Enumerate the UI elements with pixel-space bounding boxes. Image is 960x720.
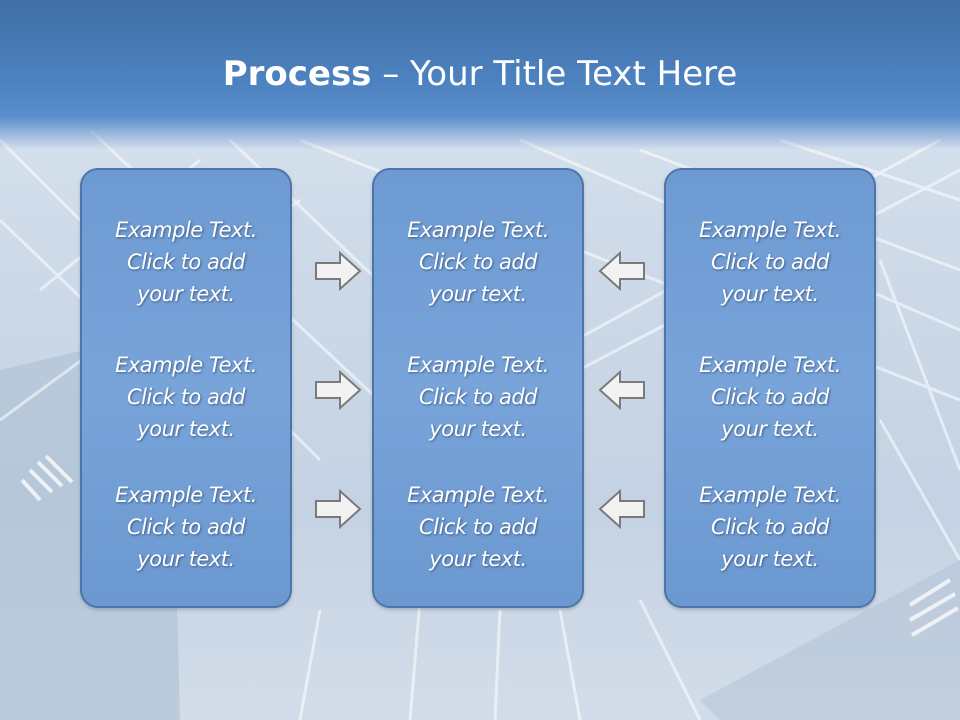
text-line: Click to add — [418, 515, 538, 539]
text-line: your text. — [429, 547, 527, 571]
text-line: your text. — [137, 547, 235, 571]
arrow-right-icon[interactable] — [314, 489, 362, 529]
arrow-right-icon[interactable] — [314, 370, 362, 410]
text-line: Example Text. — [699, 483, 841, 507]
text-line: your text. — [429, 417, 527, 441]
page-title[interactable]: Process – Your Title Text Here — [0, 52, 960, 96]
text-line: your text. — [721, 282, 819, 306]
text-line: Example Text. — [407, 353, 549, 377]
process-box-right[interactable]: Example Text. Click to add your text. Ex… — [664, 168, 876, 608]
text-line: Click to add — [710, 515, 830, 539]
text-item[interactable]: Example Text. Click to add your text. — [666, 479, 874, 575]
title-band — [0, 0, 960, 150]
text-line: Click to add — [126, 515, 246, 539]
text-line: Example Text. — [407, 218, 549, 242]
text-line: your text. — [137, 417, 235, 441]
text-line: Click to add — [418, 385, 538, 409]
text-line: your text. — [429, 282, 527, 306]
text-item[interactable]: Example Text. Click to add your text. — [82, 479, 290, 575]
process-box-left[interactable]: Example Text. Click to add your text. Ex… — [80, 168, 292, 608]
arrow-left-icon[interactable] — [598, 251, 646, 291]
text-line: Click to add — [710, 385, 830, 409]
text-line: Click to add — [126, 250, 246, 274]
text-item[interactable]: Example Text. Click to add your text. — [82, 214, 290, 310]
arrow-right-icon[interactable] — [314, 251, 362, 291]
text-line: Example Text. — [115, 483, 257, 507]
text-item[interactable]: Example Text. Click to add your text. — [374, 214, 582, 310]
title-rest: – Your Title Text Here — [371, 54, 738, 94]
text-line: Example Text. — [407, 483, 549, 507]
text-line: Click to add — [418, 250, 538, 274]
text-line: Example Text. — [115, 353, 257, 377]
text-item[interactable]: Example Text. Click to add your text. — [374, 349, 582, 445]
arrow-left-icon[interactable] — [598, 489, 646, 529]
text-line: Click to add — [710, 250, 830, 274]
text-item[interactable]: Example Text. Click to add your text. — [666, 214, 874, 310]
text-item[interactable]: Example Text. Click to add your text. — [374, 479, 582, 575]
process-box-center[interactable]: Example Text. Click to add your text. Ex… — [372, 168, 584, 608]
title-bold: Process — [222, 54, 372, 94]
text-line: Example Text. — [699, 353, 841, 377]
text-line: Click to add — [126, 385, 246, 409]
text-line: your text. — [721, 547, 819, 571]
arrow-left-icon[interactable] — [598, 370, 646, 410]
text-line: your text. — [137, 282, 235, 306]
text-line: Example Text. — [115, 218, 257, 242]
text-item[interactable]: Example Text. Click to add your text. — [666, 349, 874, 445]
text-line: Example Text. — [699, 218, 841, 242]
text-item[interactable]: Example Text. Click to add your text. — [82, 349, 290, 445]
text-line: your text. — [721, 417, 819, 441]
